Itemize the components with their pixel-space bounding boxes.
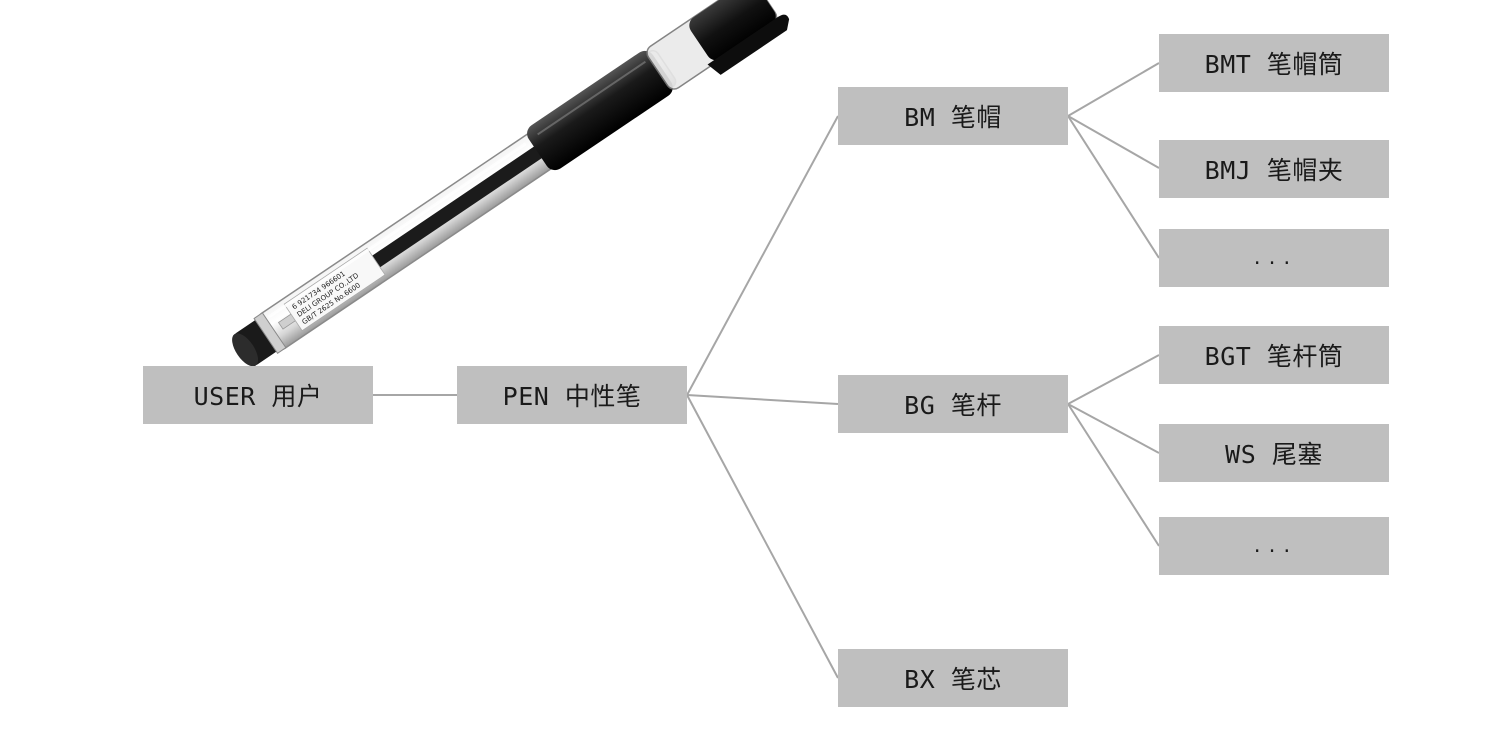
node-bm-more: ...	[1159, 229, 1389, 287]
node-bgt: BGT 笔杆筒	[1159, 326, 1389, 384]
node-bmt-label: BMT 笔帽筒	[1204, 50, 1344, 79]
node-ws: WS 尾塞	[1159, 424, 1389, 482]
node-bm-label: BM 笔帽	[904, 103, 1002, 132]
node-bmj-label: BMJ 笔帽夹	[1204, 156, 1344, 185]
edge-bg-ws	[1067, 403, 1160, 454]
node-bx-label: BX 笔芯	[904, 665, 1002, 694]
node-ws-label: WS 尾塞	[1225, 440, 1323, 469]
node-pen: PEN 中性笔	[457, 366, 687, 424]
edge-bm-more	[1067, 115, 1160, 259]
node-bg-label: BG 笔杆	[904, 391, 1002, 420]
node-user: USER 用户	[143, 366, 373, 424]
pen-clip	[707, 14, 790, 75]
node-bg: BG 笔杆	[838, 375, 1068, 433]
edge-pen-bg	[686, 394, 839, 405]
node-bmj: BMJ 笔帽夹	[1159, 140, 1389, 198]
node-bg-more-label: ...	[1251, 535, 1297, 557]
edge-pen-bm	[686, 115, 839, 396]
node-bx: BX 笔芯	[838, 649, 1068, 707]
pen-grip	[527, 50, 673, 171]
node-pen-label: PEN 中性笔	[502, 382, 642, 411]
edge-bg-more	[1067, 403, 1160, 547]
pen-refill	[360, 131, 566, 275]
node-bg-more: ...	[1159, 517, 1389, 575]
node-bmt: BMT 笔帽筒	[1159, 34, 1389, 92]
edge-bg-bgt	[1067, 354, 1160, 405]
pen-label	[283, 247, 386, 332]
node-bm-more-label: ...	[1251, 247, 1297, 269]
node-bgt-label: BGT 笔杆筒	[1204, 342, 1344, 371]
node-bm: BM 笔帽	[838, 87, 1068, 145]
edge-pen-bx	[686, 394, 839, 679]
node-user-label: USER 用户	[193, 382, 323, 411]
edge-bm-bmj	[1067, 115, 1160, 169]
edge-bm-bmt	[1067, 62, 1160, 117]
